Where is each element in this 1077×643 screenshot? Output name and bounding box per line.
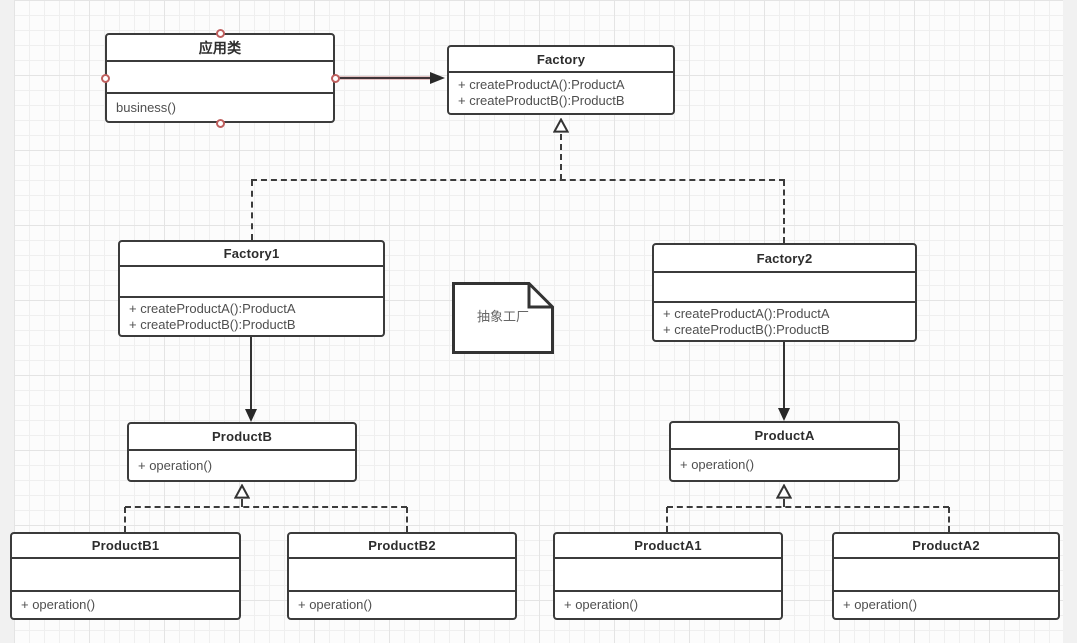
method-label: + createProductB():ProductB: [663, 321, 830, 337]
class-box-factory2[interactable]: Factory2 + createProductA():ProductA + c…: [652, 243, 917, 342]
filled-arrowhead-icon: [430, 72, 445, 84]
class-title: Factory: [449, 47, 673, 73]
method-label: + operation(): [21, 597, 96, 612]
class-box-product-a[interactable]: ProductA + operation(): [669, 421, 900, 482]
method-label: business(): [116, 99, 176, 115]
realization-line[interactable]: [241, 499, 243, 507]
class-box-product-b2[interactable]: ProductB2 + operation(): [287, 532, 517, 620]
class-box-product-a1[interactable]: ProductA1 + operation(): [553, 532, 783, 620]
class-title: ProductA2: [834, 534, 1058, 559]
hollow-triangle-icon: [553, 118, 569, 133]
class-methods: + createProductA():ProductA + createProd…: [654, 303, 915, 340]
method-label: + operation(): [564, 597, 639, 612]
realization-line[interactable]: [667, 506, 949, 508]
class-methods: + operation(): [289, 592, 515, 618]
class-methods: + operation(): [671, 450, 898, 480]
connection-handle-bottom[interactable]: [215, 118, 225, 128]
method-label: + createProductB():ProductB: [129, 316, 296, 332]
association-line[interactable]: [783, 342, 785, 409]
class-title: ProductA: [671, 423, 898, 450]
method-label: + createProductB():ProductB: [458, 93, 625, 108]
note-label: 抽象工厂: [476, 309, 529, 324]
class-title: Factory1: [120, 242, 383, 267]
class-box-factory[interactable]: Factory + createProductA():ProductA + cr…: [447, 45, 675, 115]
method-label: + operation(): [138, 457, 213, 473]
class-title: ProductB1: [12, 534, 239, 559]
realization-line[interactable]: [948, 507, 950, 532]
hollow-triangle-icon: [776, 484, 792, 499]
class-title: ProductB: [129, 424, 355, 451]
method-label: + createProductA():ProductA: [129, 300, 296, 316]
method-label: + operation(): [843, 597, 918, 612]
class-methods: business(): [107, 94, 333, 121]
class-attributes: [289, 559, 515, 592]
class-attributes: [834, 559, 1058, 592]
class-attributes: [107, 62, 333, 94]
class-box-factory1[interactable]: Factory1 + createProductA():ProductA + c…: [118, 240, 385, 337]
realization-line[interactable]: [783, 499, 785, 507]
class-attributes: [120, 267, 383, 298]
class-title: 应用类: [107, 35, 333, 62]
method-label: + operation(): [298, 597, 373, 612]
method-label: + createProductA():ProductA: [663, 305, 830, 321]
note-fold-icon: [452, 282, 554, 354]
realization-line[interactable]: [125, 506, 407, 508]
realization-line[interactable]: [251, 180, 253, 240]
method-label: + operation(): [680, 457, 755, 472]
realization-line[interactable]: [406, 507, 408, 532]
class-box-product-a2[interactable]: ProductA2 + operation(): [832, 532, 1060, 620]
filled-arrowhead-icon: [245, 409, 257, 422]
class-attributes: [555, 559, 781, 592]
class-box-product-b1[interactable]: ProductB1 + operation(): [10, 532, 241, 620]
association-line[interactable]: [250, 337, 252, 411]
connection-handle-left[interactable]: [100, 73, 110, 83]
hollow-triangle-icon: [234, 484, 250, 499]
association-line[interactable]: [338, 77, 432, 79]
class-methods: + createProductA():ProductA + createProd…: [120, 298, 383, 335]
class-title: ProductA1: [555, 534, 781, 559]
realization-line[interactable]: [783, 180, 785, 243]
class-box-product-b[interactable]: ProductB + operation(): [127, 422, 357, 482]
connection-handle-top[interactable]: [215, 28, 225, 38]
class-title: ProductB2: [289, 534, 515, 559]
class-methods: + operation(): [129, 451, 355, 480]
realization-line[interactable]: [124, 507, 126, 532]
class-methods: + createProductA():ProductA + createProd…: [449, 73, 673, 113]
realization-line[interactable]: [560, 134, 562, 180]
class-title: Factory2: [654, 245, 915, 273]
method-label: + createProductA():ProductA: [458, 77, 625, 92]
connection-handle-right[interactable]: [330, 73, 340, 83]
filled-arrowhead-icon: [778, 408, 790, 421]
class-attributes: [12, 559, 239, 592]
class-methods: + operation(): [555, 592, 781, 618]
class-methods: + operation(): [834, 592, 1058, 618]
realization-line[interactable]: [666, 507, 668, 532]
realization-line[interactable]: [251, 179, 785, 181]
class-attributes: [654, 273, 915, 303]
class-box-app[interactable]: 应用类 business(): [105, 33, 335, 123]
class-methods: + operation(): [12, 592, 239, 618]
note-abstract-factory[interactable]: 抽象工厂: [452, 282, 554, 354]
